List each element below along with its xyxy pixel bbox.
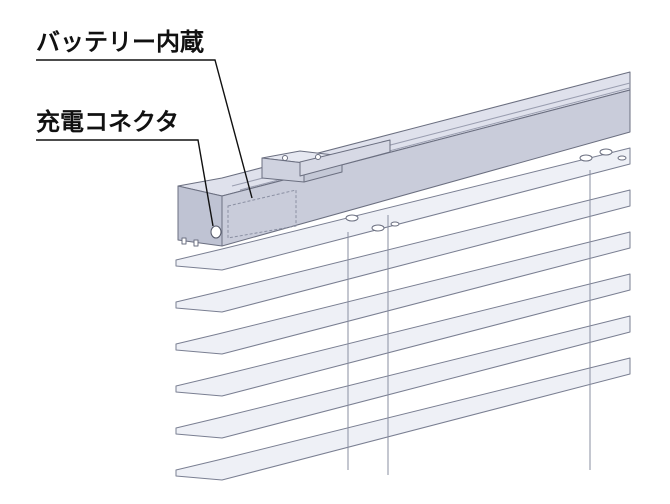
ladder-cords [347,170,591,475]
blind-slat [175,357,631,481]
blind-slat [175,189,631,313]
blind-slat [175,273,631,397]
headrail [177,71,631,247]
slat-stack [175,147,631,481]
charging-connector [210,225,222,239]
battery-compartment [227,189,297,239]
callout-lines [36,59,253,227]
blind-slat [175,147,631,271]
connector-leader-line [36,139,214,227]
blind-slat [175,231,631,355]
battery-leader-line [36,59,253,199]
blind-slat [175,315,631,439]
connector-callout-label: 充電コネクタ [36,108,180,136]
battery-callout-label: バッテリー内蔵 [36,28,204,56]
